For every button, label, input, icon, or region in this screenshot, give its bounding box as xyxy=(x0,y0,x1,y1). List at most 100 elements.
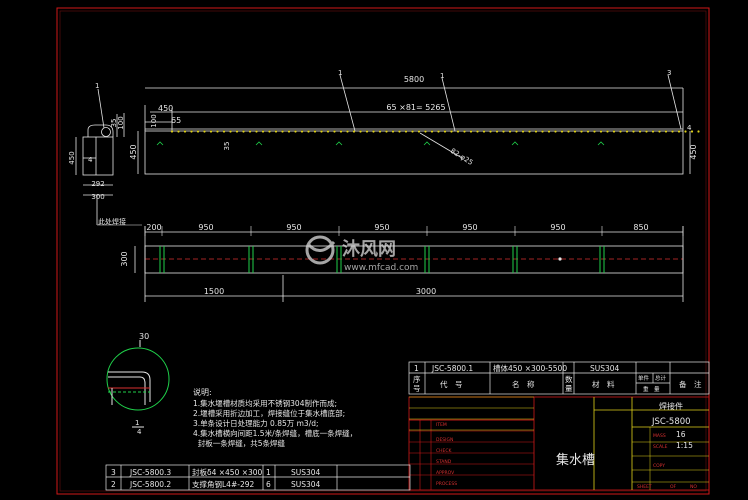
hole-mark xyxy=(437,130,440,133)
notes-line-4: 4.集水槽横向间距1.5米/条焊缝，槽底一条焊缝， xyxy=(193,428,357,438)
front-balloon-4: 4 xyxy=(687,124,692,132)
notes-title: 说明: xyxy=(193,387,212,397)
bom-lower xyxy=(105,464,411,491)
plan-seg-dim: 950 xyxy=(374,223,389,232)
detail-section-scale: 4 xyxy=(137,428,142,436)
hole-mark xyxy=(274,130,278,133)
front-dim-5800: 5800 xyxy=(404,75,424,84)
title-block-grid xyxy=(409,396,709,490)
hdr-name: 名 称 xyxy=(512,379,535,389)
hole-mark xyxy=(300,130,304,133)
front-dim-35: 35 xyxy=(223,142,231,151)
plan-supports xyxy=(159,246,605,273)
hdr-weight: 重 量 xyxy=(643,385,660,393)
hole-mark xyxy=(690,130,694,133)
hole-mark xyxy=(547,130,551,133)
hole-mark xyxy=(528,130,531,133)
hole-mark xyxy=(612,130,616,133)
hole-mark xyxy=(638,130,642,133)
hole-mark xyxy=(482,130,486,133)
hdr-single: 单件 xyxy=(638,374,650,382)
hole-mark xyxy=(170,130,174,133)
tb-mass-value: 16 xyxy=(676,430,686,439)
hole-mark xyxy=(567,130,570,133)
hdr-total: 总计 xyxy=(655,374,667,382)
hole-mark xyxy=(625,130,629,133)
front-view xyxy=(137,74,691,175)
tb-process: PROCESS xyxy=(436,481,457,487)
front-balloon-3: 3 xyxy=(667,69,671,77)
bom-1-code: JSC-5800.1 xyxy=(431,364,473,373)
notes: 说明: 1.集水堰槽材质均采用不锈钢304制作而成; 2.堰槽采用折边加工，焊接… xyxy=(193,387,357,448)
hole-mark xyxy=(521,130,525,133)
detail-dim-30: 30 xyxy=(139,332,149,341)
detail-view xyxy=(106,340,170,428)
front-hole-note: 82-φ25 xyxy=(449,147,474,167)
bom-1-name: 槽体450 ×300-5500 xyxy=(493,363,567,373)
hdr-seq2: 号 xyxy=(413,384,421,393)
inner-border xyxy=(59,10,707,492)
hole-mark xyxy=(209,130,213,133)
bom-upper xyxy=(408,361,710,395)
tb-item: ITEM xyxy=(436,422,447,428)
hole-mark xyxy=(463,130,466,133)
hole-mark xyxy=(515,130,518,133)
bom-1-mat: SUS304 xyxy=(590,364,620,373)
notes-line-2: 2.堰槽采用折边加工，焊接缝位于集水槽底部; xyxy=(193,408,345,418)
hole-mark xyxy=(502,130,505,133)
bom-row-1: 1 JSC-5800.1 槽体450 ×300-5500 SUS304 xyxy=(414,363,620,373)
plan-seg-dim: 950 xyxy=(550,223,565,232)
hdr-mat: 材 料 xyxy=(592,379,615,389)
plan-seg-dim: 200 xyxy=(146,223,161,232)
hole-mark xyxy=(307,130,310,133)
hole-mark xyxy=(248,130,252,133)
hole-mark xyxy=(320,130,323,133)
bom-3-code: JSC-5800.3 xyxy=(129,468,171,477)
bom-2-mat: SUS304 xyxy=(291,480,321,489)
hole-mark xyxy=(229,130,232,133)
hdr-seq: 序 xyxy=(413,374,421,384)
front-dim-450-right: 450 xyxy=(689,144,698,159)
weld-note: 此处焊接 xyxy=(98,217,126,226)
tb-check: CHECK xyxy=(436,448,453,454)
hole-mark xyxy=(593,130,596,133)
side-part-label-4: 4 xyxy=(88,156,93,164)
hole-mark xyxy=(183,130,187,133)
tb-mass: MASS xyxy=(653,433,666,439)
hole-mark xyxy=(242,130,245,133)
hole-mark xyxy=(450,130,453,133)
tb-scale-value: 1:15 xyxy=(676,441,693,450)
notes-line-3: 3.单条设计日处理能力 0.85万 m3/d; xyxy=(193,418,319,428)
tb-scale: SCALE xyxy=(653,444,668,450)
notes-line-1: 1.集水堰槽材质均采用不锈钢304制作而成; xyxy=(193,398,337,408)
hole-mark xyxy=(476,130,479,133)
bom-row-3: 3 JSC-5800.3 封板δ4 ×450 ×300 1 SUS304 xyxy=(111,467,321,477)
hole-mark xyxy=(261,130,265,133)
hole-mark xyxy=(651,130,655,133)
bom-3-mat: SUS304 xyxy=(291,468,321,477)
side-dim-35: 35 xyxy=(110,119,118,128)
hole-mark xyxy=(456,130,460,133)
hole-mark xyxy=(645,130,648,133)
hole-mark xyxy=(664,130,668,133)
front-dim-100: 100 xyxy=(150,114,158,127)
hole-mark xyxy=(352,130,356,133)
hole-mark xyxy=(619,130,622,133)
bom-3-name: 封板δ4 ×450 ×300 xyxy=(192,467,263,477)
hole-mark xyxy=(404,130,408,133)
front-dim-65: 65 xyxy=(171,116,181,125)
hole-mark xyxy=(580,130,583,133)
bom-2-qty: 6 xyxy=(266,480,271,489)
side-dim-292: 292 xyxy=(91,180,104,188)
tb-design: DESIGN xyxy=(436,437,453,443)
plan-dim-1500: 1500 xyxy=(204,287,224,296)
side-dim-300: 300 xyxy=(91,193,104,201)
tb-stand: STAND xyxy=(436,459,452,465)
hole-mark xyxy=(697,130,700,133)
outer-frame xyxy=(56,7,710,495)
hole-mark xyxy=(560,130,564,133)
detail-section-mark: 1 xyxy=(135,419,139,427)
hdr-code: 代 号 xyxy=(440,379,463,389)
side-balloon-1: 1 xyxy=(95,82,99,90)
